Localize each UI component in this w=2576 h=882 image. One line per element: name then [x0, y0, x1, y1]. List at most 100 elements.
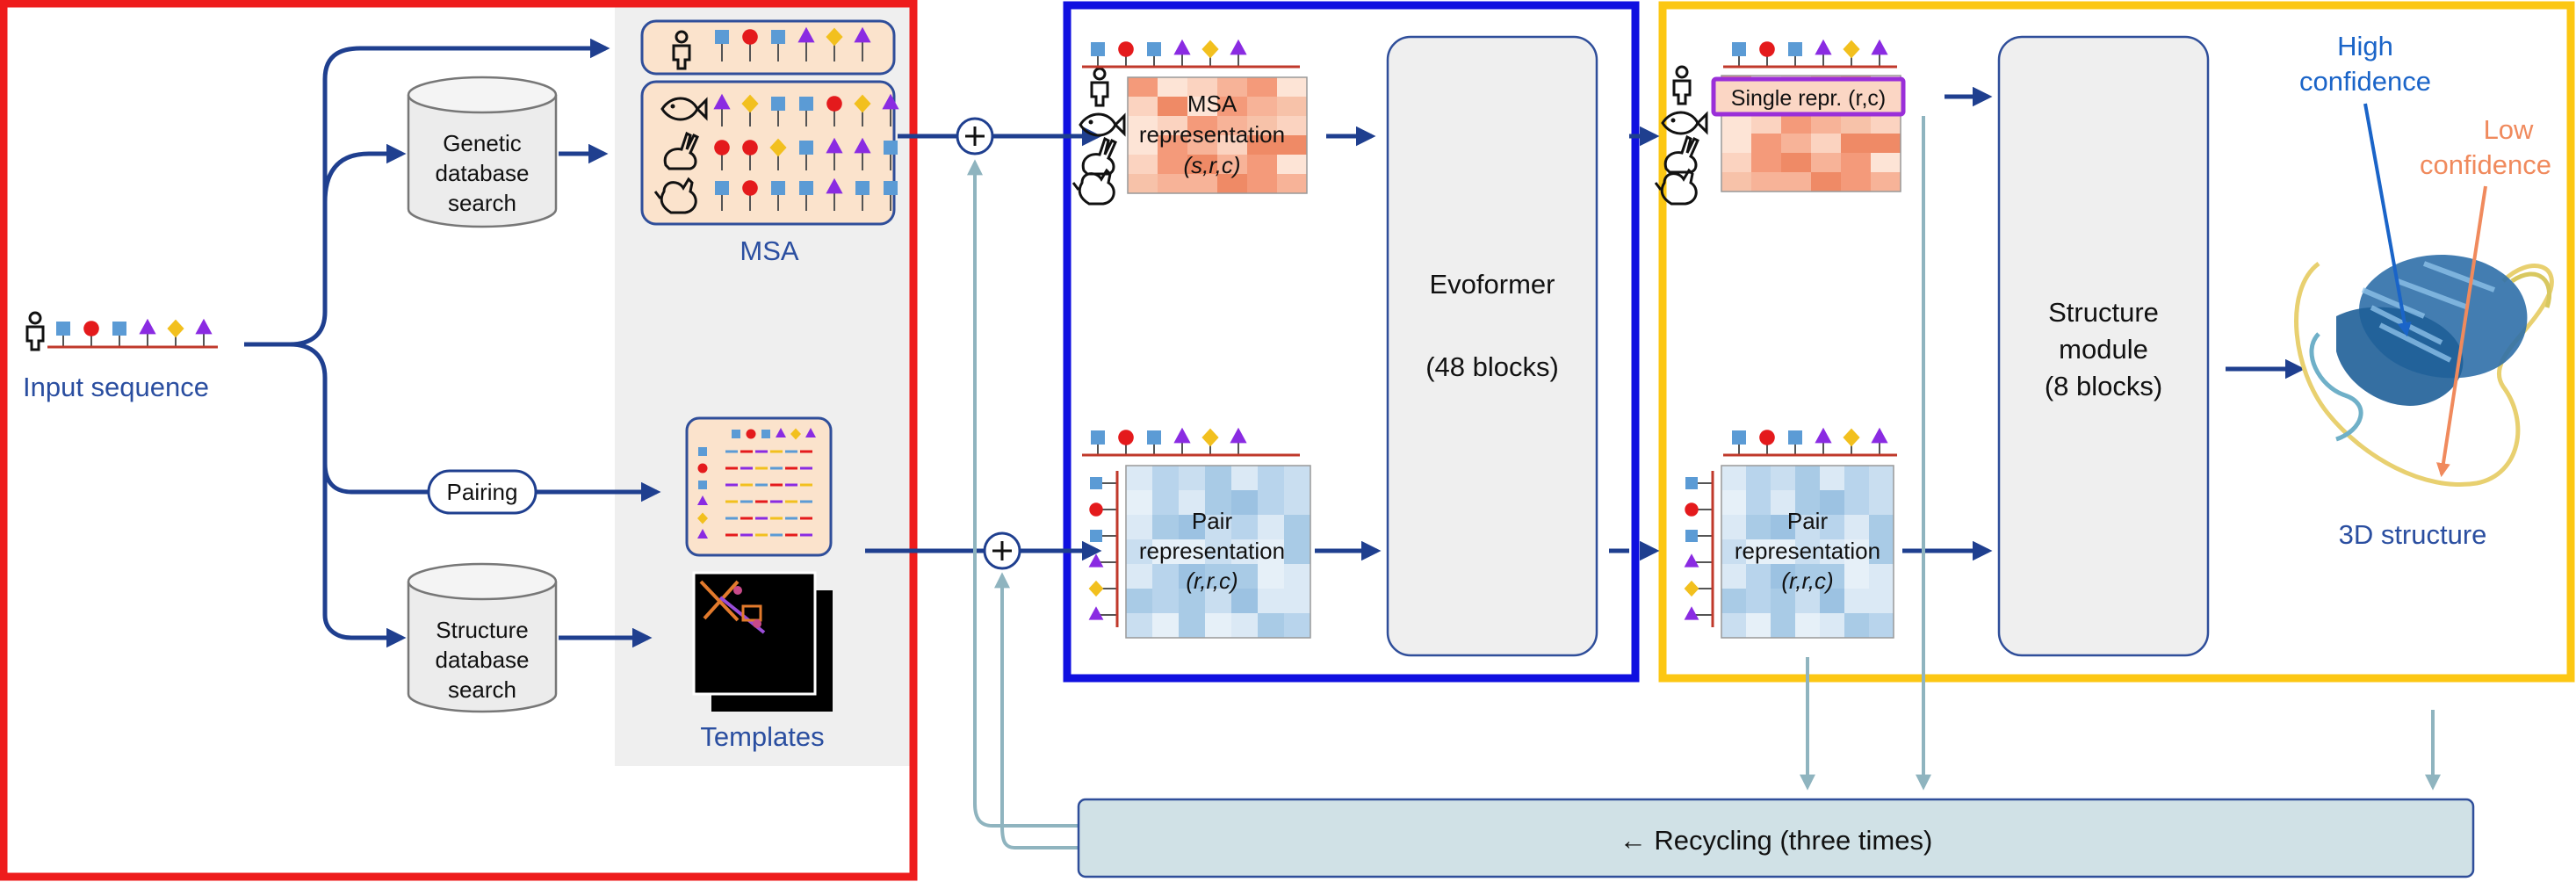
triangle-purple-glyph: [1871, 427, 1888, 444]
structure-module-line3: (8 blocks): [2045, 371, 2162, 401]
pair-out-line3: (r,r,c): [1781, 568, 1833, 594]
square-blue-glyph: [1788, 42, 1802, 56]
rabbit-icon: [1081, 137, 1117, 176]
triangle-purple-glyph: [713, 93, 731, 110]
templates-label: Templates: [700, 721, 824, 752]
square-blue-glyph: [1147, 42, 1161, 56]
square-blue-glyph: [771, 181, 785, 195]
square-blue-glyph: [1090, 530, 1102, 542]
circle-red-glyph: [742, 29, 758, 45]
msa-repr-line1: MSA: [1187, 90, 1237, 117]
square-blue-glyph: [799, 97, 813, 111]
diamond-yellow-glyph: [1201, 40, 1219, 59]
person-icon: [1672, 65, 1692, 105]
square-blue-glyph: [884, 181, 898, 195]
evoformer-block: Evoformer (48 blocks): [1386, 35, 1598, 657]
triangle-purple-glyph: [1230, 427, 1247, 444]
genetic-db-line3: search: [448, 190, 516, 216]
pairing-matrix-glyphs: [697, 428, 816, 539]
square-blue-glyph: [761, 430, 770, 438]
triangle-purple-glyph: [1815, 427, 1832, 444]
pair-repr-row-glyphs: [1088, 471, 1119, 627]
protein-3d-structure: [2294, 255, 2554, 487]
square-blue-glyph: [1788, 430, 1802, 445]
triangle-purple-glyph: [854, 137, 871, 154]
circle-red-glyph: [1089, 502, 1103, 517]
diamond-yellow-glyph: [826, 27, 843, 47]
triangle-purple-glyph: [1173, 39, 1191, 55]
circle-red-glyph: [697, 463, 708, 474]
structure-db-line3: search: [448, 676, 516, 703]
diamond-yellow-glyph: [1684, 580, 1699, 597]
single-repr-column-glyphs: [1723, 39, 1897, 69]
triangle-purple-glyph: [1684, 606, 1699, 620]
templates-stack: [692, 571, 833, 712]
triangle-purple-glyph: [1088, 606, 1104, 620]
square-blue-glyph: [771, 30, 785, 44]
diamond-yellow-glyph: [1843, 40, 1860, 59]
pair-out-row-glyphs: [1684, 471, 1714, 627]
diamond-yellow-glyph: [854, 94, 871, 113]
triangle-purple-glyph: [805, 428, 816, 437]
input-sequence-label: Input sequence: [23, 372, 209, 402]
diamond-yellow-glyph: [769, 138, 787, 157]
rooster-icon: [1072, 169, 1115, 206]
msa-repr-line2: representation: [1139, 121, 1285, 148]
square-blue-glyph: [771, 97, 785, 111]
square-blue-glyph: [698, 481, 707, 489]
circle-red-glyph: [742, 140, 758, 155]
pair-out-line2: representation: [1735, 538, 1880, 564]
square-blue-glyph: [1091, 42, 1105, 56]
structure-module-line1: Structure: [2048, 297, 2159, 328]
square-blue-glyph: [855, 181, 869, 195]
triangle-purple-glyph: [697, 529, 708, 539]
triangle-purple-glyph: [139, 318, 156, 335]
evoformer-in-arrows: [1315, 126, 1382, 561]
circle-red-glyph: [1118, 41, 1134, 57]
circle-red-glyph: [1759, 430, 1775, 445]
msa-query-row: [640, 19, 896, 76]
person-icon: [25, 311, 45, 351]
triangle-purple-glyph: [1815, 39, 1832, 55]
circle-red-glyph: [1759, 41, 1775, 57]
diamond-yellow-glyph: [167, 319, 184, 338]
input-sequence-glyphs: [47, 318, 218, 349]
combine-arrows: [865, 126, 1102, 561]
triangle-purple-glyph: [1230, 39, 1247, 55]
circle-red-glyph: [1118, 430, 1134, 445]
square-blue-glyph: [715, 181, 729, 195]
person-icon: [1090, 67, 1109, 107]
triangle-purple-glyph: [195, 318, 213, 335]
genetic-db-line2: database: [436, 160, 530, 186]
msa-glyph-rows: [713, 26, 899, 211]
pair-repr-line2: representation: [1139, 538, 1285, 564]
square-blue-glyph: [698, 447, 707, 456]
low-confidence-line1: Low: [2484, 114, 2534, 145]
pair-out-representation-grid: [1721, 465, 1894, 639]
recycling-arrows: [967, 116, 2441, 849]
triangle-purple-glyph: [1871, 39, 1888, 55]
low-confidence-line2: confidence: [2420, 149, 2551, 180]
triangle-purple-glyph: [826, 137, 843, 154]
pair-out-line1: Pair: [1787, 508, 1829, 534]
structure-module-line2: module: [2059, 334, 2148, 365]
square-blue-glyph: [1091, 430, 1105, 445]
pair-out-column-glyphs: [1723, 427, 1897, 457]
circle-red-glyph: [83, 321, 99, 336]
rabbit-icon: [1663, 135, 1699, 174]
plus-node-pair: [983, 531, 1021, 570]
pairing-label: Pairing: [447, 479, 518, 505]
structure-database-search: Structure database search: [407, 562, 558, 713]
fish-icon: [1661, 111, 1708, 135]
input-branch-arrows: [244, 38, 661, 648]
fish-icon: [1079, 112, 1126, 137]
square-blue-glyph: [799, 141, 813, 155]
plus-node-msa: [956, 117, 994, 155]
structure-db-line2: database: [436, 647, 530, 673]
structure-db-line1: Structure: [436, 617, 529, 643]
triangle-purple-glyph: [1088, 553, 1104, 568]
input-frame-red: [0, 0, 918, 881]
single-repr-highlight: Single repr. (r,c): [1711, 76, 1906, 117]
triangle-purple-glyph: [797, 26, 815, 43]
